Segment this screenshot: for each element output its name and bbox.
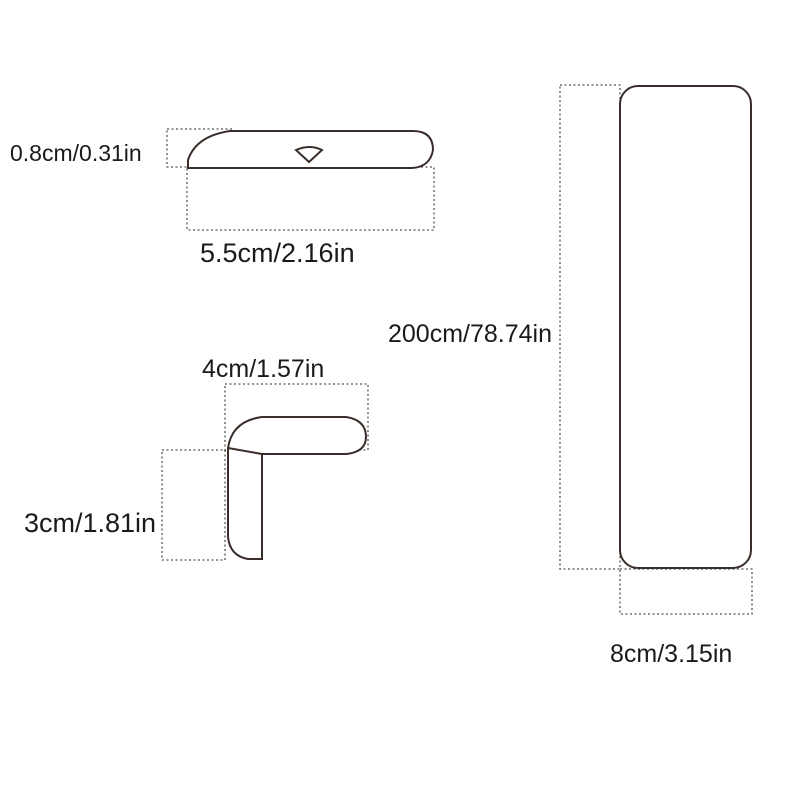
edge-strip-notch bbox=[294, 146, 324, 164]
corner-top-label: 4cm/1.57in bbox=[202, 355, 324, 383]
strip-length-label: 5.5cm/2.16in bbox=[200, 238, 355, 268]
long-strip-length-label: 200cm/78.74in bbox=[388, 320, 552, 348]
corner-side-guide bbox=[161, 449, 226, 561]
corner-side-label: 3cm/1.81in bbox=[24, 508, 156, 538]
strip-length-guide bbox=[186, 166, 435, 231]
long-strip-length-guide bbox=[559, 84, 621, 570]
long-strip-shape bbox=[619, 85, 752, 569]
corner-guard bbox=[161, 383, 369, 561]
corner-guard-shape bbox=[227, 416, 368, 560]
edge-strip bbox=[166, 128, 435, 231]
long-strip-width-label: 8cm/3.15in bbox=[610, 640, 732, 668]
corner-guard-inner-edge bbox=[227, 447, 263, 455]
long-strip-width-guide bbox=[619, 568, 753, 615]
long-strip bbox=[559, 84, 753, 615]
strip-width-label: 0.8cm/0.31in bbox=[10, 140, 142, 166]
